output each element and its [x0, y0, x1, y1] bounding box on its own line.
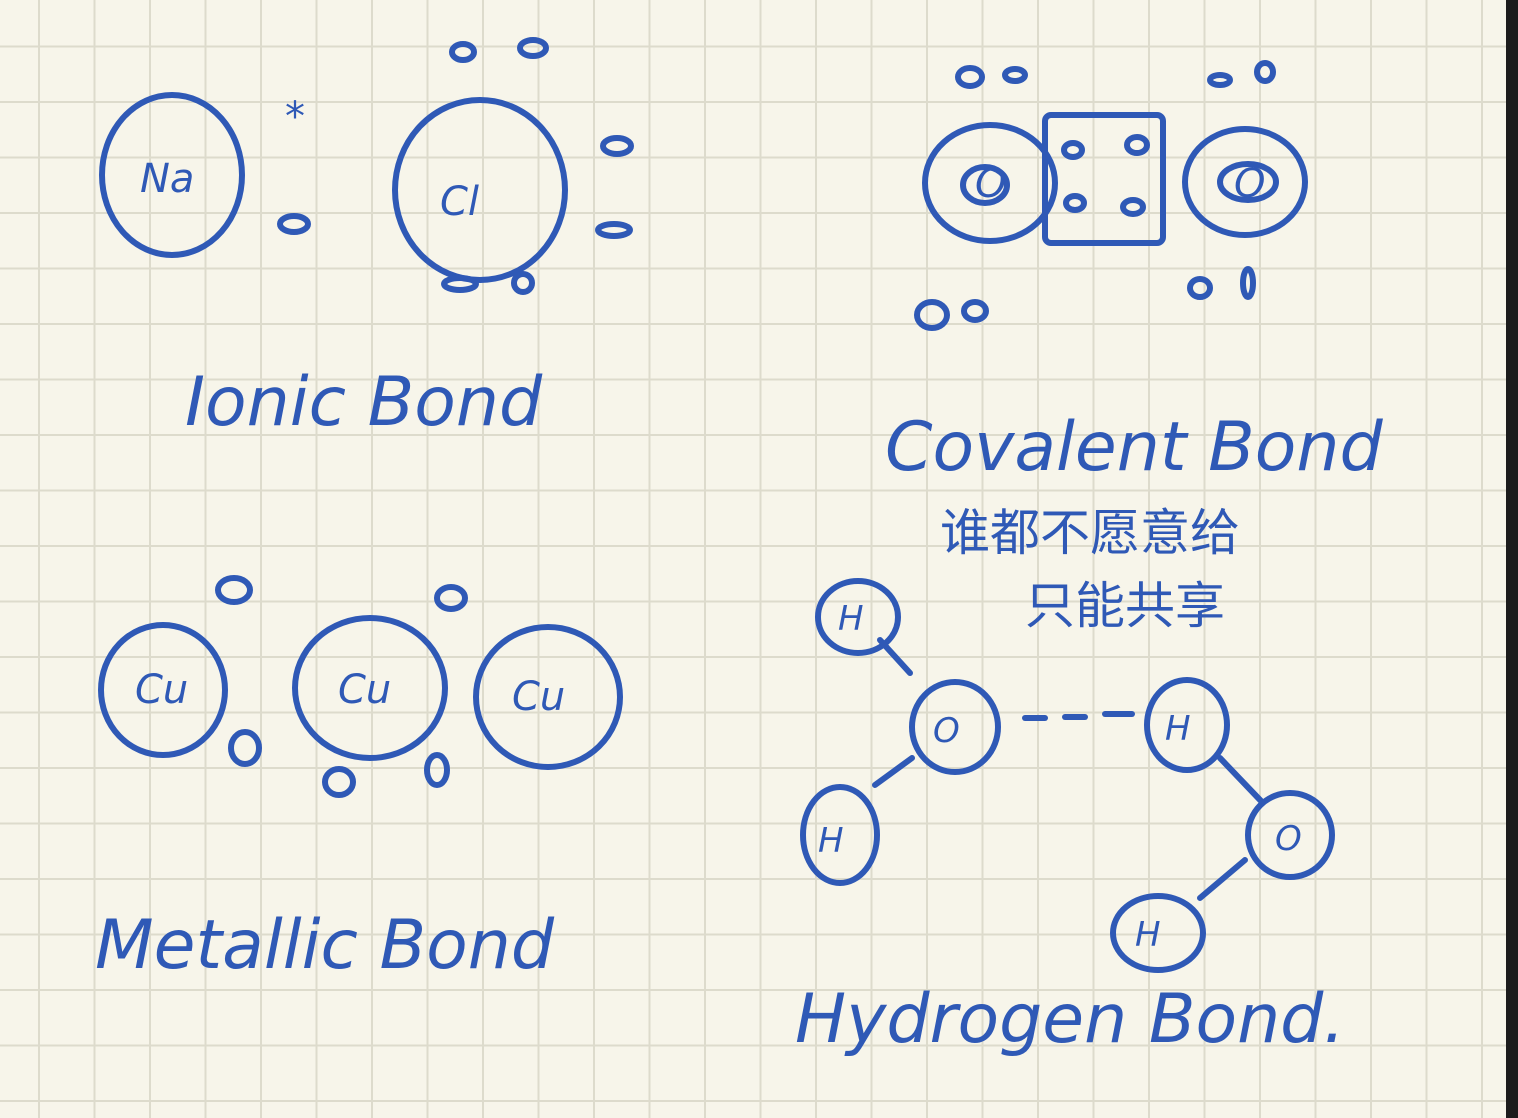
- metallic-bond-diagram: Cu Cu Cu Metallic Bond: [95, 575, 623, 985]
- cu-atom-label-2: Cu: [338, 667, 391, 713]
- cu-atom-circle-3: [473, 624, 623, 770]
- h-atom-circle-2: [800, 784, 880, 886]
- ionic-bond-title: Ionic Bond: [185, 363, 543, 442]
- ionic-bond-diagram: Na Cl * Ionic Bond: [99, 37, 634, 442]
- o-atom-circle-1: [909, 679, 1001, 775]
- o-atom-label-1: O: [933, 711, 960, 751]
- hydrogen-bond-dashes: [1022, 711, 1135, 721]
- covalent-note-line2: 只能共享: [1025, 577, 1225, 635]
- o-atom-circle-left: [922, 122, 1058, 244]
- shared-electron-pairs: [1061, 134, 1150, 217]
- covalent-bond-diagram: O O Covalent Bond 谁都不愿意给 只能共享: [885, 60, 1383, 635]
- free-electrons: [215, 575, 468, 798]
- metallic-bond-title: Metallic Bond: [95, 906, 555, 985]
- o-atom-label-left: O: [975, 161, 1006, 207]
- h-atom-circle-3: [1144, 677, 1230, 773]
- hydrogen-bond-diagram: H O H H O H Hydrogen Bond.: [795, 578, 1345, 1059]
- h-atom-circle-1: [815, 578, 901, 656]
- o-atom-circle-2: [1245, 790, 1335, 880]
- hydrogen-bond-title: Hydrogen Bond.: [795, 980, 1345, 1059]
- transferred-electron-mark: *: [285, 94, 305, 140]
- cu-atom-circle-1: [98, 622, 228, 758]
- h-atom-label-2: H: [818, 821, 844, 861]
- o-atom-label-2: O: [1275, 819, 1302, 859]
- lone-pair-electrons: [914, 60, 1276, 331]
- h-atom-circle-4: [1110, 893, 1206, 973]
- o-atom-circle-right: [1182, 126, 1308, 238]
- cl-atom-circle: [392, 97, 568, 283]
- o-atom-label-right: O: [1234, 161, 1265, 207]
- cl-atom-label: Cl: [440, 179, 479, 225]
- shared-electron-box: [1042, 112, 1166, 246]
- cu-atom-label-1: Cu: [135, 667, 188, 713]
- cl-electrons: [277, 37, 634, 295]
- h-atom-label-3: H: [1165, 709, 1191, 749]
- h-atom-label-4: H: [1135, 915, 1161, 955]
- na-atom-circle: [99, 92, 245, 258]
- covalent-bond-title: Covalent Bond: [885, 408, 1383, 487]
- cu-atom-label-3: Cu: [512, 674, 565, 720]
- na-atom-label: Na: [140, 156, 194, 202]
- cu-atom-circle-2: [292, 615, 448, 761]
- covalent-bond-lines: [872, 637, 1265, 901]
- covalent-note-line1: 谁都不愿意给: [940, 504, 1240, 562]
- h-atom-label-1: H: [838, 599, 864, 639]
- window-edge: [1506, 0, 1518, 1118]
